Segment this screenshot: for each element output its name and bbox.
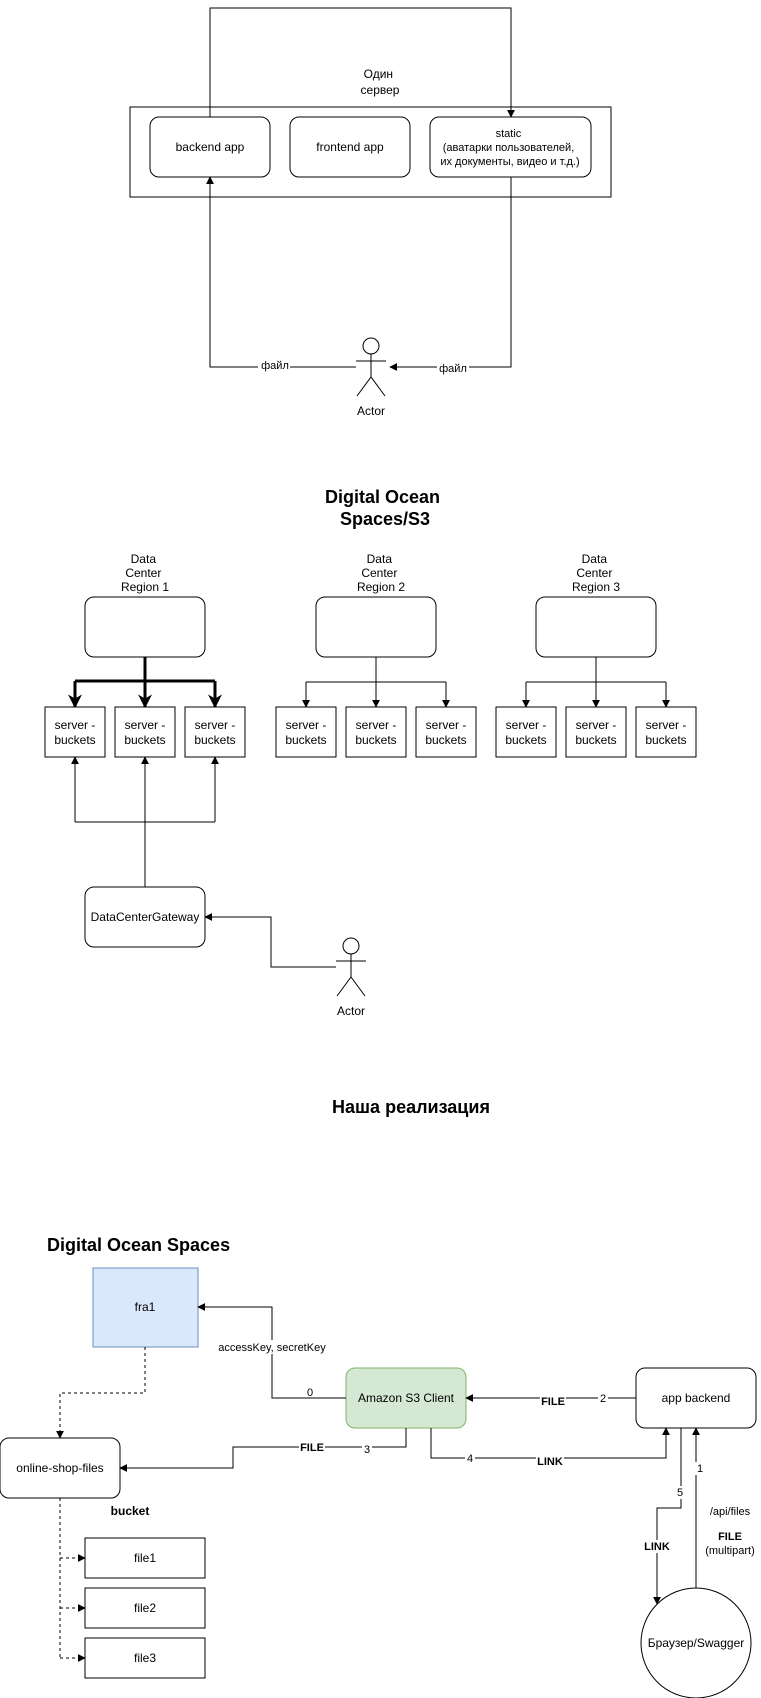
- actor-to-backend-edge: [206, 176, 356, 368]
- app-backend-label: app backend: [662, 1391, 731, 1405]
- region-2-label: Data Center Region 2: [357, 552, 405, 594]
- multipart-file-label: FILE: [718, 1531, 742, 1543]
- fra1-label: fra1: [135, 1300, 156, 1314]
- server-bucket-box: [275, 706, 337, 758]
- actor-icon: [356, 337, 386, 397]
- server-bucket-label: server -buckets: [355, 718, 396, 747]
- api-files-label: /api/files: [710, 1506, 751, 1518]
- server-bucket-label: server -buckets: [54, 718, 95, 747]
- implementation-title: Наша реализация: [332, 1097, 490, 1117]
- section-do-spaces: Digital Ocean Spaces/S3 Data Center Regi…: [44, 487, 697, 1018]
- server-label: Один сервер: [361, 67, 400, 97]
- file-label-backend-s3: FILE: [541, 1396, 565, 1408]
- step-2-label: 2: [600, 1393, 606, 1405]
- gateway-label: DataCenterGateway: [91, 910, 200, 924]
- access-key-label: accessKey, secretKey: [218, 1342, 326, 1354]
- bucket-label: bucket: [111, 1504, 150, 1518]
- online-shop-files-label: online-shop-files: [16, 1461, 103, 1475]
- file-label-right: файл: [439, 363, 467, 375]
- server-bucket-label: server -buckets: [285, 718, 326, 747]
- server-bucket-box: [114, 706, 176, 758]
- server-buckets-group: server -buckets server -buckets server -…: [44, 706, 697, 758]
- static-to-actor-edge: [389, 177, 512, 371]
- backend-to-browser-edge: [653, 1428, 682, 1605]
- server-bucket-label: server -buckets: [194, 718, 235, 747]
- link-label-backend-browser: LINK: [644, 1541, 670, 1553]
- s3-client-label: Amazon S3 Client: [358, 1391, 455, 1405]
- actor-label: Actor: [337, 1004, 365, 1018]
- file2-box: [84, 1587, 206, 1629]
- server-bucket-label: server -buckets: [425, 718, 466, 747]
- file1-box: [84, 1537, 206, 1579]
- backend-app-label: backend app: [176, 140, 245, 154]
- file3-box: [84, 1637, 206, 1679]
- file3-label: file3: [134, 1651, 156, 1665]
- region-1-fanout: [75, 657, 215, 683]
- server-bucket-box: [635, 706, 697, 758]
- step-3-label: 3: [364, 1444, 370, 1456]
- link-label-s3-backend: LINK: [537, 1456, 563, 1468]
- gateway-fanout: [75, 821, 215, 887]
- server-bucket-label: server -buckets: [645, 718, 686, 747]
- server-bucket-box: [415, 706, 477, 758]
- section-our-implementation: Наша реализация Digital Ocean Spaces fra…: [0, 1097, 757, 1698]
- file-label-s3-bucket: FILE: [300, 1442, 324, 1454]
- file-label-left: файл: [261, 360, 289, 372]
- static-label: static (аватарки пользователей, их докум…: [440, 128, 579, 168]
- server-bucket-box: [184, 706, 246, 758]
- backend-to-static-edge: [209, 7, 515, 118]
- server-bucket-box: [565, 706, 627, 758]
- file2-label: file2: [134, 1601, 156, 1615]
- do-spaces-title: Digital Ocean Spaces/S3: [325, 487, 445, 529]
- server-bucket-box: [495, 706, 557, 758]
- region-1-label: Data Center Region 1: [121, 552, 169, 594]
- region-3-label: Data Center Region 3: [572, 552, 620, 594]
- server-bucket-box: [44, 706, 106, 758]
- frontend-app-box: [289, 116, 411, 178]
- actor-to-gateway-edge: [204, 913, 336, 968]
- server-bucket-box: [345, 706, 407, 758]
- step-0-label: 0: [307, 1387, 313, 1399]
- server-bucket-label: server -buckets: [505, 718, 546, 747]
- step-1-label: 1: [697, 1463, 703, 1475]
- server-bucket-label: server -buckets: [124, 718, 165, 747]
- region-2-fanout: [306, 657, 446, 683]
- step-5-label: 5: [677, 1487, 683, 1499]
- do-spaces-subtitle: Digital Ocean Spaces: [47, 1235, 230, 1255]
- actor-icon: [336, 937, 366, 997]
- frontend-app-label: frontend app: [316, 140, 384, 154]
- file1-label: file1: [134, 1551, 156, 1565]
- actor-label: Actor: [357, 404, 385, 418]
- region-1-box: [84, 596, 206, 658]
- region-2-box: [315, 596, 437, 658]
- region-3-box: [535, 596, 657, 658]
- step-4-label: 4: [467, 1453, 473, 1465]
- browser-label: Браузер/Swagger: [648, 1636, 745, 1650]
- multipart-label: (multipart): [705, 1545, 755, 1557]
- fra1-to-bucket-edge: [56, 1347, 146, 1439]
- section-single-server: Один сервер backend app frontend app sta…: [129, 7, 612, 418]
- s3-to-bucket-edge: [119, 1428, 407, 1472]
- region-3-fanout: [526, 657, 666, 683]
- server-bucket-label: server -buckets: [575, 718, 616, 747]
